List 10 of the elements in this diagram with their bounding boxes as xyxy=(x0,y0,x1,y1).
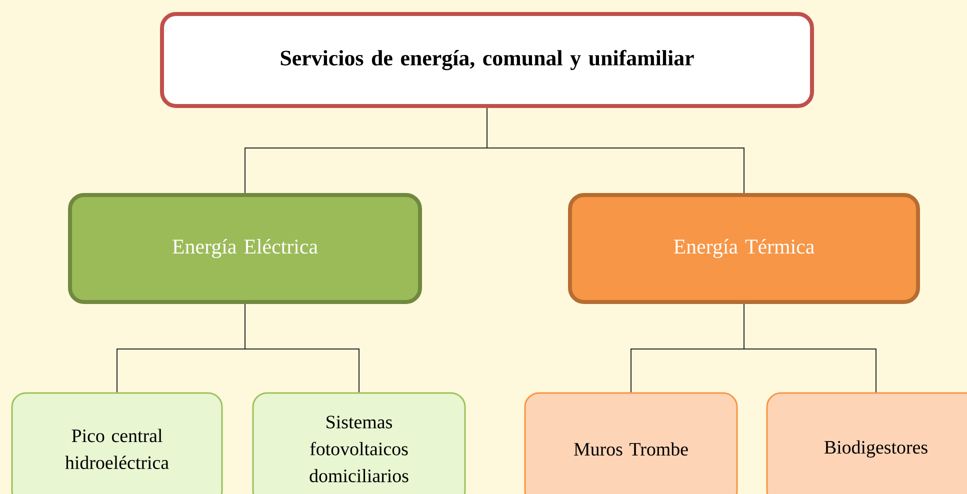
connector-line xyxy=(744,304,876,393)
service-box: Biodigestores xyxy=(766,392,967,494)
title-box: Servicios de energía, comunal y unifamiliar xyxy=(160,12,814,108)
category-box: Energía Térmica xyxy=(568,193,920,304)
category-box: Energía Eléctrica xyxy=(68,193,422,304)
connector-line xyxy=(244,304,360,393)
connector-line xyxy=(486,108,744,194)
service-box: Pico central hidroeléctrica xyxy=(11,392,223,494)
service-box: Sistemas fotovoltaicos domiciliarios xyxy=(252,392,466,494)
service-box: Muros Trombe xyxy=(524,392,738,494)
